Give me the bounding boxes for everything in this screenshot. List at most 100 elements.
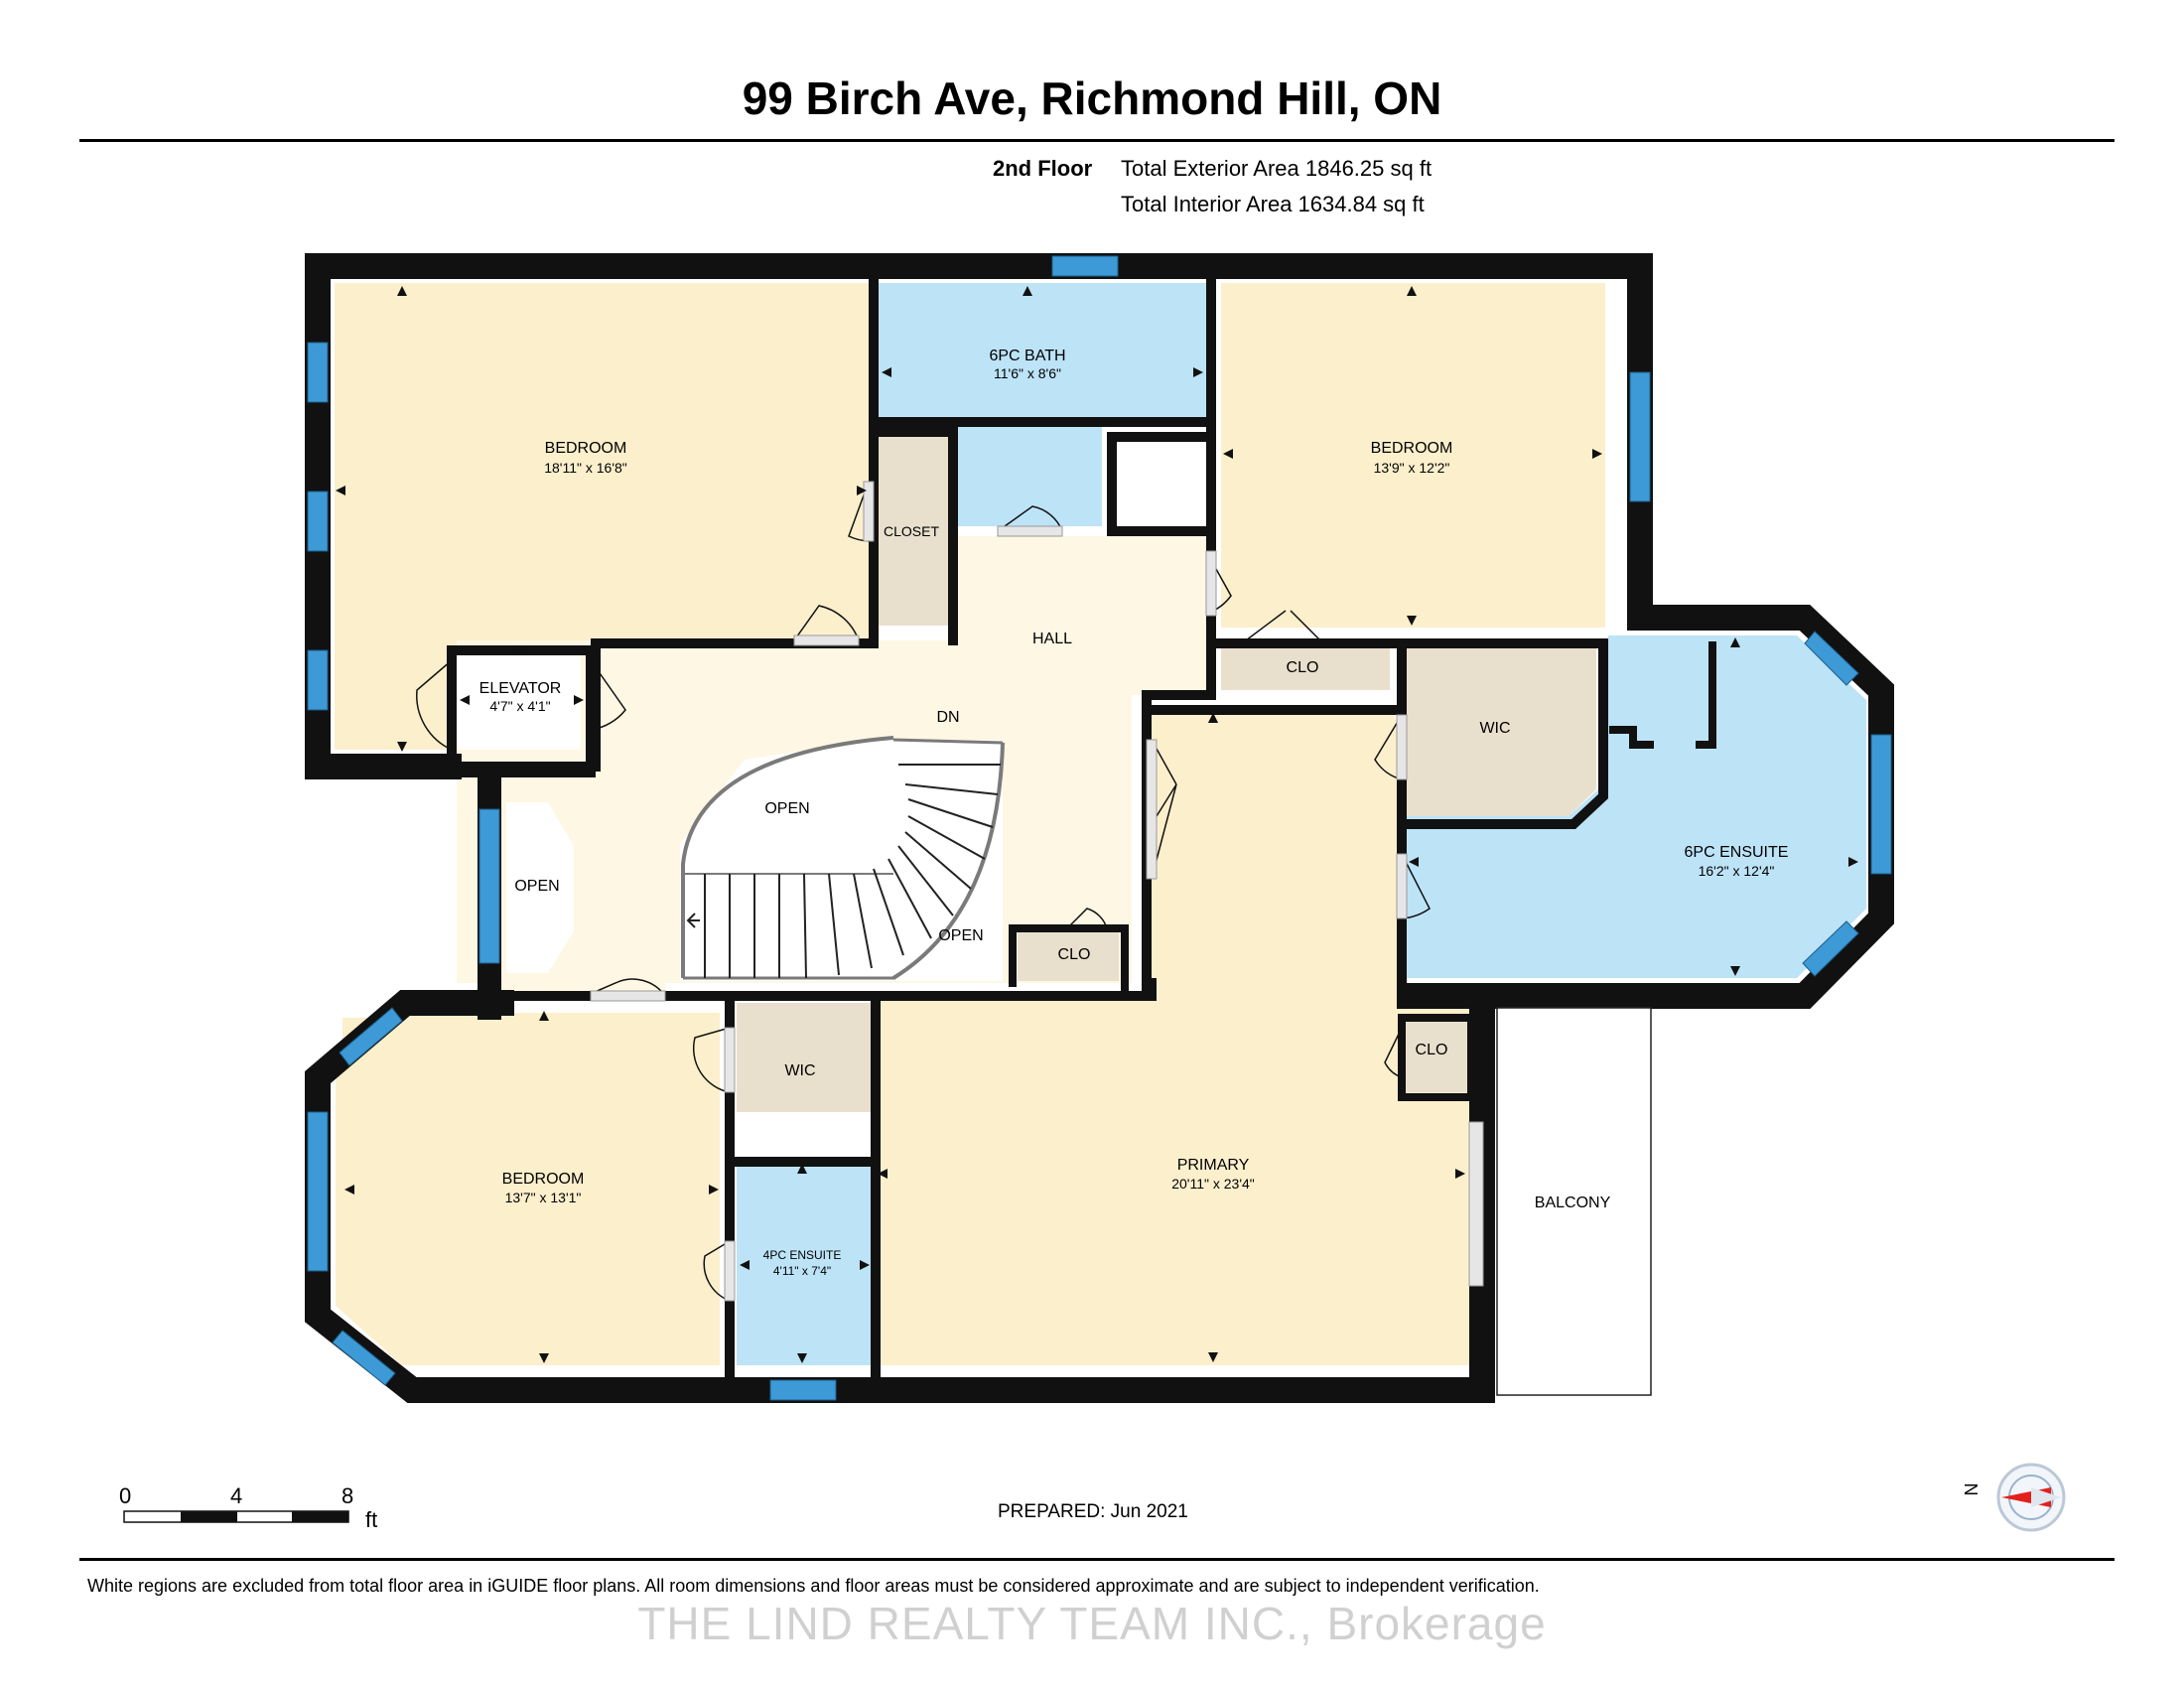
clo-east-label: CLO — [1416, 1042, 1448, 1058]
exterior-area: Total Exterior Area 1846.25 sq ft — [1121, 156, 1433, 181]
dn-label: DN — [936, 709, 959, 726]
ensuite-4pc-label: 4PC ENSUITE — [763, 1248, 842, 1262]
room-fills — [335, 283, 1866, 1365]
bedroom-nw-dims: 18'11" x 16'8" — [544, 460, 627, 476]
door-wic-south — [692, 1027, 731, 1093]
compass-north-label: N — [1962, 1483, 1981, 1496]
tread — [887, 858, 932, 939]
stair-inner-rail — [891, 742, 1005, 980]
clo-east-fill — [1405, 1018, 1469, 1092]
scale-bar — [123, 1510, 349, 1523]
scale-bar-segment — [181, 1511, 237, 1522]
door-clo-mid — [1066, 908, 1108, 929]
bedroom-sw-label: BEDROOM — [502, 1171, 585, 1188]
tread — [828, 873, 840, 976]
clo-mid-label: CLO — [1058, 946, 1091, 963]
bedroom-sw-fill-main — [336, 1013, 720, 1365]
ensuite-4pc-fill — [737, 1167, 871, 1365]
scale-bar-segment — [292, 1511, 348, 1522]
stair-treads — [704, 764, 1001, 979]
hall-south-wall — [496, 978, 1157, 1001]
arrow-right — [1848, 857, 1858, 867]
window-ensuite-e — [1870, 734, 1892, 875]
arrow-down — [1730, 966, 1740, 976]
arrow-down — [797, 1353, 807, 1363]
scale-unit: ft — [365, 1507, 378, 1532]
door-elevator-e — [590, 659, 626, 731]
stair-top — [892, 738, 1004, 745]
closet-fill — [879, 437, 948, 626]
window-ensuite-se — [1802, 920, 1859, 977]
page-title: 99 Birch Ave, Richmond Hill, ON — [742, 72, 1442, 124]
closet-label: CLOSET — [884, 523, 939, 539]
opening — [863, 481, 875, 542]
tread — [897, 845, 954, 916]
elevator-box — [447, 645, 596, 777]
balcony-label: BALCONY — [1535, 1195, 1611, 1211]
bath-6pc-dims: 11'6" x 8'6" — [994, 365, 1061, 381]
primary-fill-top — [1147, 710, 1395, 1008]
tread — [904, 831, 972, 890]
south-wall — [305, 990, 1495, 1403]
bedroom-ne-fill — [1221, 283, 1605, 628]
bedroom-sw-dims: 13'7" x 13'1" — [505, 1190, 582, 1205]
arrow-left — [460, 695, 470, 705]
opening — [590, 990, 666, 1002]
open-lower-label: OPEN — [938, 927, 983, 944]
arrow-right — [574, 695, 584, 705]
opening — [1205, 550, 1217, 617]
opening — [724, 1027, 736, 1093]
opening — [793, 634, 860, 646]
arrow-right — [1193, 367, 1203, 377]
door-clo-top — [1245, 610, 1321, 641]
opening — [724, 1240, 736, 1302]
arrow-right — [860, 1260, 870, 1270]
tread — [904, 783, 999, 795]
clo-top-label: CLO — [1287, 659, 1319, 676]
arrow-up — [1208, 713, 1218, 723]
windows — [307, 255, 1892, 1401]
window-nw-1 — [307, 342, 329, 403]
bath-6pc-label: 6PC BATH — [989, 348, 1065, 364]
wic-south-fill — [737, 1003, 871, 1112]
primary-dims: 20'11" x 23'4" — [1171, 1176, 1255, 1192]
closet-inner — [869, 427, 958, 645]
tread — [907, 798, 994, 828]
arrow-left — [878, 1169, 887, 1179]
arrow-up — [1407, 286, 1417, 296]
wic-east-label: WIC — [1479, 720, 1510, 737]
door-clo-east — [1384, 1027, 1403, 1078]
window-bath — [1051, 255, 1119, 277]
wic-east-fill — [1405, 645, 1596, 816]
arrow-right — [1455, 1169, 1465, 1179]
arrow-left — [336, 486, 345, 495]
window-ne — [1629, 371, 1651, 502]
bedroom-nw-label: BEDROOM — [545, 440, 627, 457]
window-4pc — [769, 1379, 837, 1401]
balcony-outline — [1496, 1007, 1652, 1396]
header-rule — [79, 139, 2115, 142]
arrow-left — [882, 367, 891, 377]
elevator-fill — [457, 650, 581, 750]
tread — [873, 868, 904, 956]
footer-rule — [79, 1558, 2115, 1561]
ensuite-6pc-dims: 16'2" x 12'4" — [1699, 863, 1775, 879]
elevator-dims: 4'7" x 4'1" — [489, 698, 550, 714]
hall-label: HALL — [1032, 631, 1072, 647]
primary-label: PRIMARY — [1177, 1157, 1250, 1174]
elevator-label: ELEVATOR — [479, 680, 562, 697]
bedroom-ne-label: BEDROOM — [1371, 440, 1453, 457]
window-nw-2 — [307, 491, 329, 552]
arrow-right — [709, 1185, 719, 1195]
clo-mid-box — [1009, 924, 1129, 1000]
open-stair-label: OPEN — [764, 800, 809, 817]
arrow-left — [740, 1260, 750, 1270]
disclaimer: White regions are excluded from total fl… — [87, 1576, 1540, 1596]
arrow-up — [516, 645, 526, 655]
arrow-up — [397, 286, 407, 296]
ensuite-partition-2 — [1609, 726, 1654, 749]
arrow-up — [797, 1164, 807, 1174]
dimension-arrows — [336, 286, 1858, 1363]
stair-outer-rail — [681, 736, 894, 978]
prepared-date: PREPARED: Jun 2021 — [998, 1501, 1188, 1522]
